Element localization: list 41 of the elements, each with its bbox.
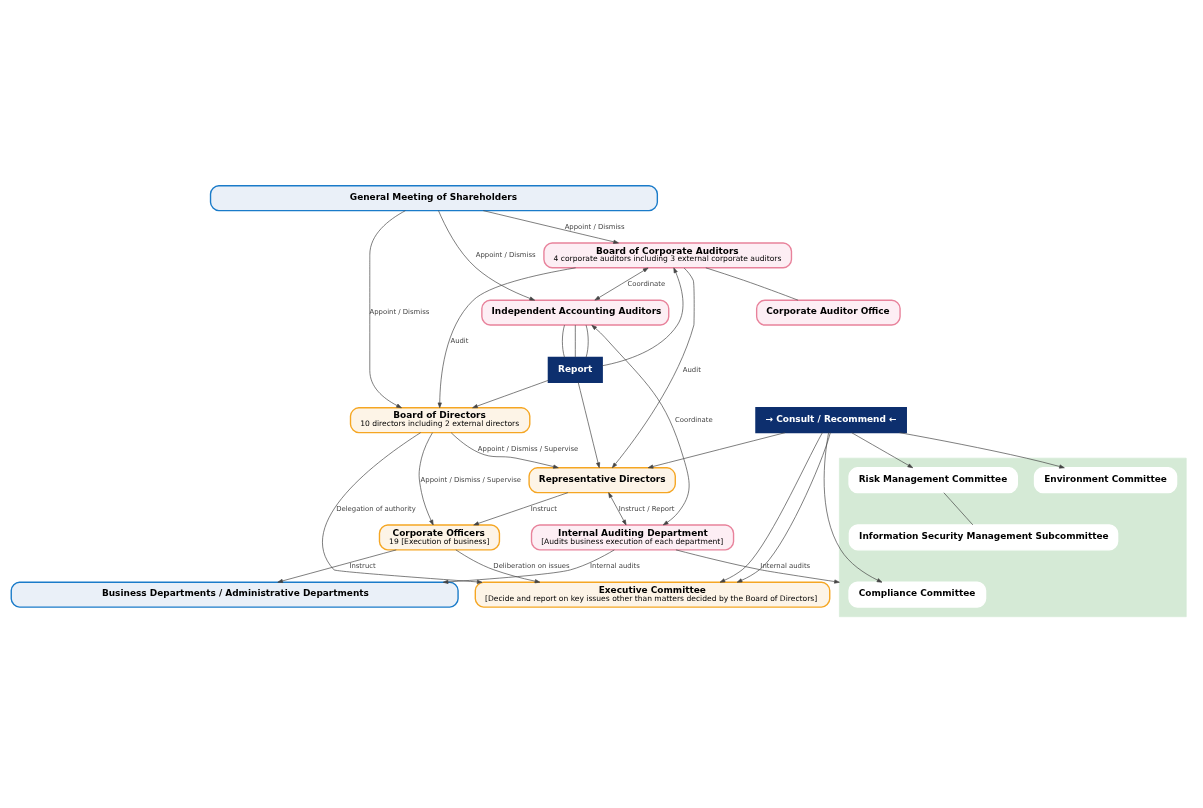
arrow	[442, 549, 615, 584]
arrow	[369, 210, 406, 409]
node-box: Representative Directors	[528, 467, 676, 494]
arrow	[277, 549, 397, 583]
node-box: Report	[547, 356, 603, 383]
arrow	[450, 432, 559, 469]
arrow	[899, 432, 1065, 469]
arrow	[577, 382, 601, 468]
arrow	[719, 432, 823, 583]
arrow	[647, 432, 786, 469]
connector	[705, 267, 799, 301]
connector	[585, 324, 589, 358]
arrow	[473, 492, 569, 526]
cluster	[839, 457, 1187, 618]
node-box: → Consult / Recommend ←	[755, 407, 907, 434]
arrow	[675, 549, 840, 584]
arrow	[418, 432, 434, 526]
node-box: Corporate Auditor Office	[755, 299, 901, 326]
node-box: Compliance Committee	[848, 581, 987, 608]
arrow	[322, 432, 483, 584]
arrow	[736, 432, 831, 583]
arrow	[823, 432, 883, 583]
node-box: Information Security Management Subcommittee	[848, 524, 1119, 551]
connector	[943, 492, 974, 526]
node-box: Independent Accounting Auditors	[481, 299, 670, 326]
arrow	[851, 432, 914, 469]
arrow	[482, 210, 619, 244]
connector	[574, 324, 576, 358]
arrow	[601, 267, 684, 367]
arrow	[608, 492, 627, 526]
arrow	[438, 210, 535, 301]
arrow	[455, 549, 541, 584]
node-box: Risk Management Committee	[848, 467, 1018, 494]
arrow	[437, 267, 577, 409]
arrow	[594, 267, 649, 301]
node-box: Environment Committee	[1033, 467, 1178, 494]
node-box: General Meeting of Shareholders	[209, 185, 659, 212]
arrow	[591, 324, 690, 526]
arrow	[472, 380, 549, 409]
connector	[562, 324, 565, 358]
arrow	[611, 267, 695, 469]
